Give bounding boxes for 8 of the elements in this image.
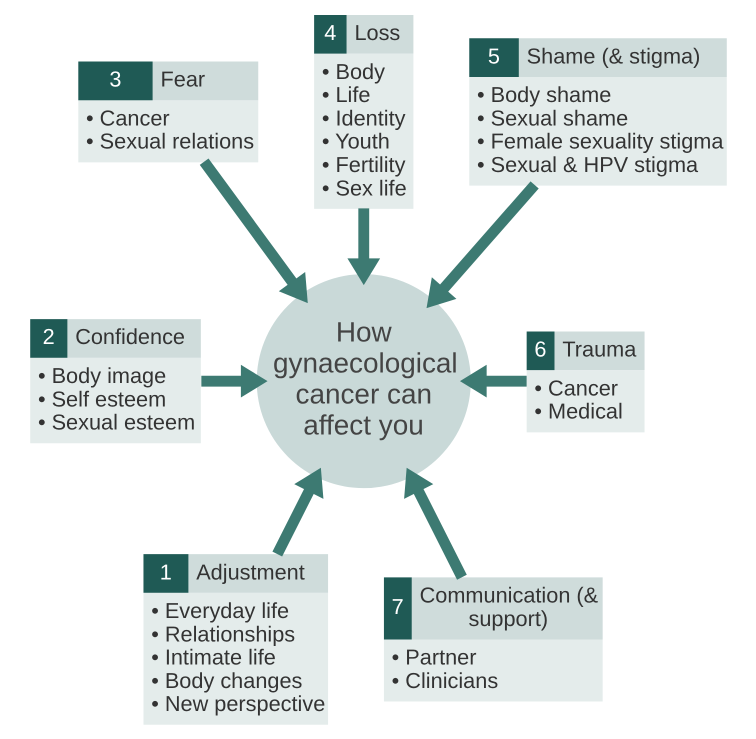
arrow [346,208,380,286]
arrow [200,364,268,398]
node-circle: How gynaecological cancer can affect you [256,274,470,488]
arrow [426,181,538,308]
arrow [404,468,466,580]
arrow [199,158,308,304]
arrow [272,468,323,557]
arrow [459,364,526,398]
